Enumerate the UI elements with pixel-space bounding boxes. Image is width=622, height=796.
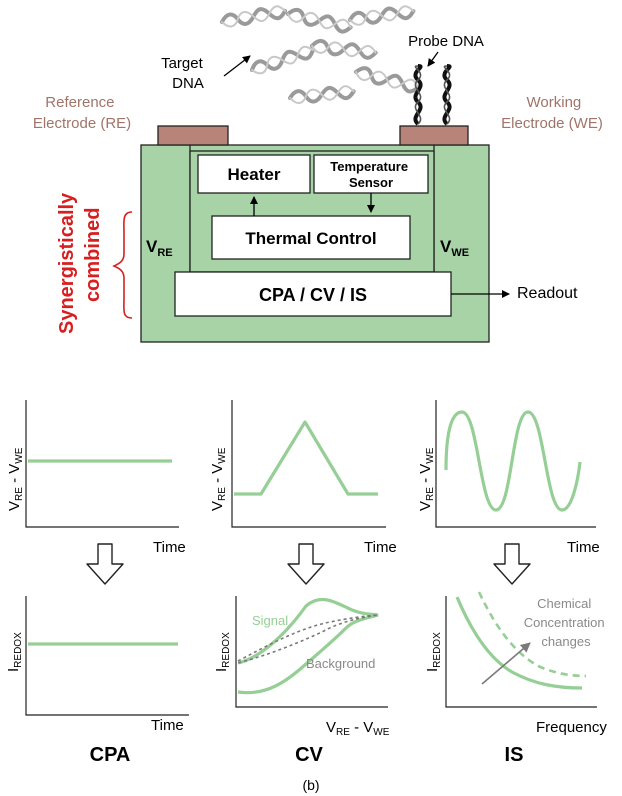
temperature-sensor-label: Temperature Sensor	[330, 159, 411, 190]
v-we-label: VWE	[440, 237, 469, 259]
temperature-sensor-block	[313, 154, 429, 194]
waveform-triangle	[234, 420, 378, 496]
thermal-control-label: Thermal Control	[245, 229, 376, 248]
heater-block	[197, 154, 311, 194]
impedance-curve-dashed	[477, 591, 587, 678]
working-electrode-label: Working Electrode (WE)	[501, 94, 603, 132]
y-label: IREDOX	[424, 632, 443, 672]
y-label: IREDOX	[213, 632, 232, 672]
y-axis	[235, 596, 388, 708]
y-axis	[445, 596, 597, 708]
x-label: Time	[567, 539, 600, 556]
working-electrode	[399, 125, 469, 146]
reference-electrode-label: Reference Electrode (RE)	[33, 94, 131, 132]
y-axis	[25, 400, 179, 528]
x-label: Time	[364, 539, 397, 556]
cpa-cv-is-block	[174, 271, 452, 317]
method-is: IS	[505, 744, 524, 766]
signal-curve	[237, 597, 379, 695]
down-arrow-is	[493, 543, 531, 585]
background-curve	[237, 614, 379, 664]
probe-dna-label: Probe DNA	[408, 33, 484, 50]
cpa-input-plot: VRE - VWE Time	[6, 400, 186, 556]
concentration-annotation: Chemical Concentration changes	[524, 596, 609, 649]
v-re-label: VRE	[146, 237, 173, 259]
probe-dna-strands	[413, 64, 452, 126]
is-output-plot: Chemical Concentration changes IREDOX Fr…	[424, 591, 609, 766]
x-label: Time	[151, 717, 184, 734]
impedance-curve-solid	[455, 596, 583, 690]
synergistically-label: Synergistically	[56, 192, 78, 334]
cpa-cv-is-label: CPA / CV / IS	[259, 285, 367, 305]
combined-label: combined	[82, 208, 104, 302]
cpa-output-plot: IREDOX Time CPA	[5, 596, 189, 766]
signal-annotation: Signal	[252, 613, 288, 628]
cv-input-plot: VRE - VWE Time	[209, 400, 397, 556]
cv-output-plot: Signal Background IREDOX VRE - VWE CV	[213, 596, 390, 766]
is-input-plot: VRE - VWE Time	[417, 400, 600, 556]
method-cv: CV	[295, 744, 323, 766]
caption-b: (b)	[302, 777, 319, 793]
x-label: Time	[153, 539, 186, 556]
combined-brace	[112, 211, 133, 319]
down-arrow-cpa	[86, 543, 124, 585]
concentration-change-arrow	[481, 642, 531, 685]
target-dna-label: Target DNA	[161, 55, 207, 92]
target-dna-arrow	[223, 55, 251, 77]
part-a-device-diagram: Target DNA Probe DNA Reference Electrode…	[33, 2, 603, 343]
probe-dna-arrow	[427, 51, 439, 67]
target-dna-strands	[218, 2, 422, 106]
reference-electrode	[157, 125, 229, 146]
method-cpa: CPA	[90, 744, 131, 766]
readout-label: Readout	[517, 285, 578, 302]
y-label: VRE - VWE	[417, 447, 436, 511]
y-axis	[25, 596, 189, 716]
waveform-sine	[444, 410, 582, 512]
part-b-waveforms: VRE - VWE Time VRE - VWE Time VRE - VWE …	[5, 400, 609, 793]
y-label: VRE - VWE	[6, 447, 25, 511]
x-label: VRE - VWE	[326, 719, 390, 738]
y-label: VRE - VWE	[209, 447, 228, 511]
y-axis	[231, 400, 386, 528]
background-annotation: Background	[306, 656, 375, 671]
heater-label: Heater	[228, 165, 281, 184]
thermal-control-block	[211, 215, 411, 260]
down-arrow-cv	[287, 543, 325, 585]
x-label: Frequency	[536, 719, 607, 736]
y-label: IREDOX	[5, 632, 24, 672]
y-axis	[435, 400, 596, 528]
